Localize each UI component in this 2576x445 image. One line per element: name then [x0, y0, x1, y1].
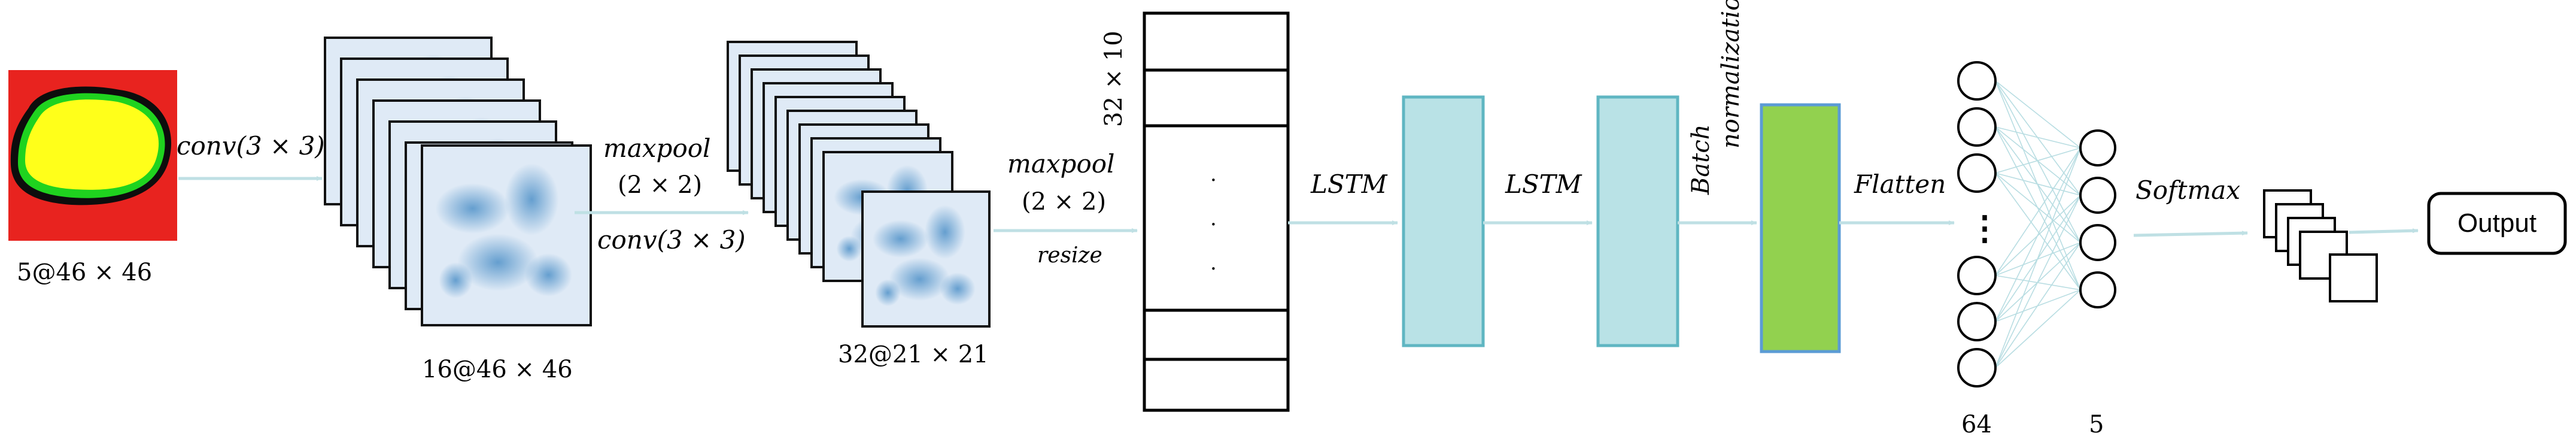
sequence-shape-label: 32 × 10: [1100, 31, 1128, 127]
hidden-neuron: [1957, 61, 1997, 101]
lstm1-label: LSTM: [1310, 169, 1388, 199]
pool2-op-size: (2 × 2): [1022, 188, 1106, 216]
dense-connection-line: [1995, 242, 2081, 368]
pool1-op-label: maxpool: [603, 134, 710, 163]
pool1-output-label: 32@21 × 21: [838, 341, 989, 368]
batchnorm-block: [1760, 103, 1841, 353]
lstm2-label: LSTM: [1505, 169, 1582, 199]
pool1-map: [861, 190, 991, 328]
dense-connections: [1995, 80, 2081, 368]
dense-connection-line: [1995, 172, 2081, 196]
output-neuron: [2079, 129, 2116, 167]
dense-connection-line: [1995, 126, 2081, 149]
hidden-neuron: [1957, 153, 1997, 193]
output-neuron: [2079, 271, 2116, 308]
hidden-layer: [1957, 61, 1997, 388]
pool2-resize-label: resize: [1037, 243, 1102, 268]
arrow-output: [2349, 228, 2419, 234]
conv1-output-label: 16@46 × 46: [422, 356, 573, 383]
batchnorm-label-line2: normalization: [1717, 0, 1745, 149]
batchnorm-label-line1: Batch: [1687, 125, 1715, 195]
flatten-label: Flatten: [1854, 169, 1946, 199]
dense-connection-line: [1995, 289, 2081, 368]
output-layer: [2079, 129, 2116, 308]
hidden-neuron: [1957, 107, 1997, 147]
dense-connection-line: [1995, 147, 2081, 174]
dense-connection-line: [1995, 172, 2081, 243]
output-layer-count: 5: [2089, 411, 2104, 438]
softmax-square: [2329, 253, 2378, 302]
sequence-dot: ·: [1210, 213, 1217, 237]
dense-connection-line: [1995, 172, 2081, 290]
conv1-op-label: conv(3 × 3): [177, 131, 325, 161]
conv1-feature-maps: [324, 37, 592, 326]
input-blob-core: [25, 99, 159, 190]
softmax-label: Softmax: [2135, 175, 2240, 205]
hidden-layer-ellipsis: ⋮: [1968, 208, 2001, 248]
dense-connection-line: [1995, 195, 2081, 368]
dense-connection-line: [1995, 147, 2081, 368]
pool1-op-size: (2 × 2): [618, 171, 702, 199]
hidden-neuron: [1957, 256, 1997, 295]
sequence-dot: ·: [1210, 168, 1217, 192]
sequence-tensor: [1143, 11, 1290, 412]
output-neuron: [2079, 177, 2116, 214]
input-image: [8, 70, 177, 241]
output-neuron: [2079, 224, 2116, 261]
softmax-outputs: [2263, 189, 2378, 302]
lstm1-block: [1402, 95, 1485, 347]
pool1-feature-maps: [727, 41, 991, 328]
output-label: Output: [2457, 208, 2536, 238]
sequence-dot: ·: [1210, 257, 1217, 281]
pool2-op-label: maxpool: [1007, 149, 1114, 178]
arrow-softmax: [2133, 231, 2248, 237]
conv1-map: [421, 144, 592, 326]
dense-connection-line: [1995, 80, 2081, 149]
output-box: [2427, 192, 2567, 255]
dense-connection-line: [1995, 147, 2081, 276]
pool1-conv-label: conv(3 × 3): [597, 225, 746, 255]
hidden-layer-count: 64: [1961, 411, 1992, 438]
input-shape-label: 5@46 × 46: [17, 259, 152, 286]
dense-connection-line: [1995, 147, 2081, 322]
hidden-neuron: [1957, 348, 1997, 388]
lstm2-block: [1596, 95, 1679, 347]
hidden-neuron: [1957, 302, 1997, 341]
